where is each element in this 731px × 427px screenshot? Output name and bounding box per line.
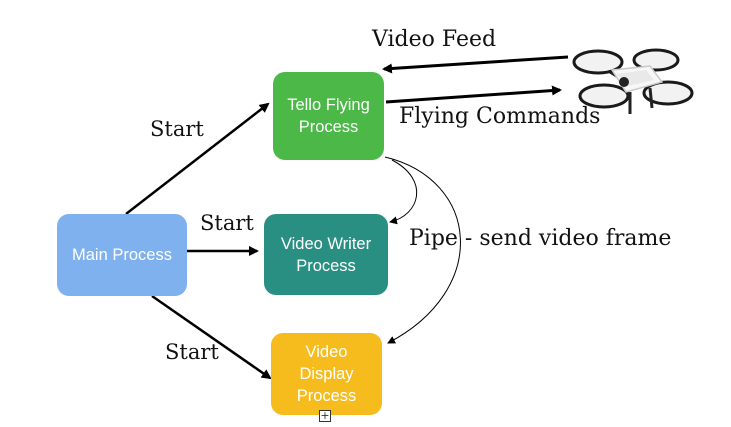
pipe-curve-display [384,156,461,344]
tello-flying-process-label: Tello Flying Process [287,96,370,136]
main-process-node[interactable]: Main Process [57,214,187,296]
video-feed-arrow [382,55,569,74]
start-label-writer: Start [200,211,254,235]
start-arrow-tello [125,102,270,215]
drone-icon [572,48,694,114]
flying-commands-arrow [385,85,562,104]
start-arrow-display [151,294,272,380]
video-writer-process-node[interactable]: Video Writer Process [264,214,388,295]
pipe-label: Pipe - send video frame [409,226,672,251]
video-writer-process-label: Video Writer Process [280,234,372,275]
video-display-process-node[interactable]: Video Display Process [271,333,382,415]
start-label-display: Start [165,340,219,364]
tello-flying-process-node[interactable]: Tello Flying Process [273,72,384,160]
video-feed-label: Video Feed [372,27,497,52]
flying-commands-label: Flying Commands [399,104,601,129]
start-label-tello: Start [150,117,204,141]
pipe-curve-writer [389,159,418,225]
resize-handle-icon[interactable]: + [319,409,331,422]
main-process-label: Main Process [72,246,172,264]
video-display-process-label: Video Display Process [296,343,357,405]
